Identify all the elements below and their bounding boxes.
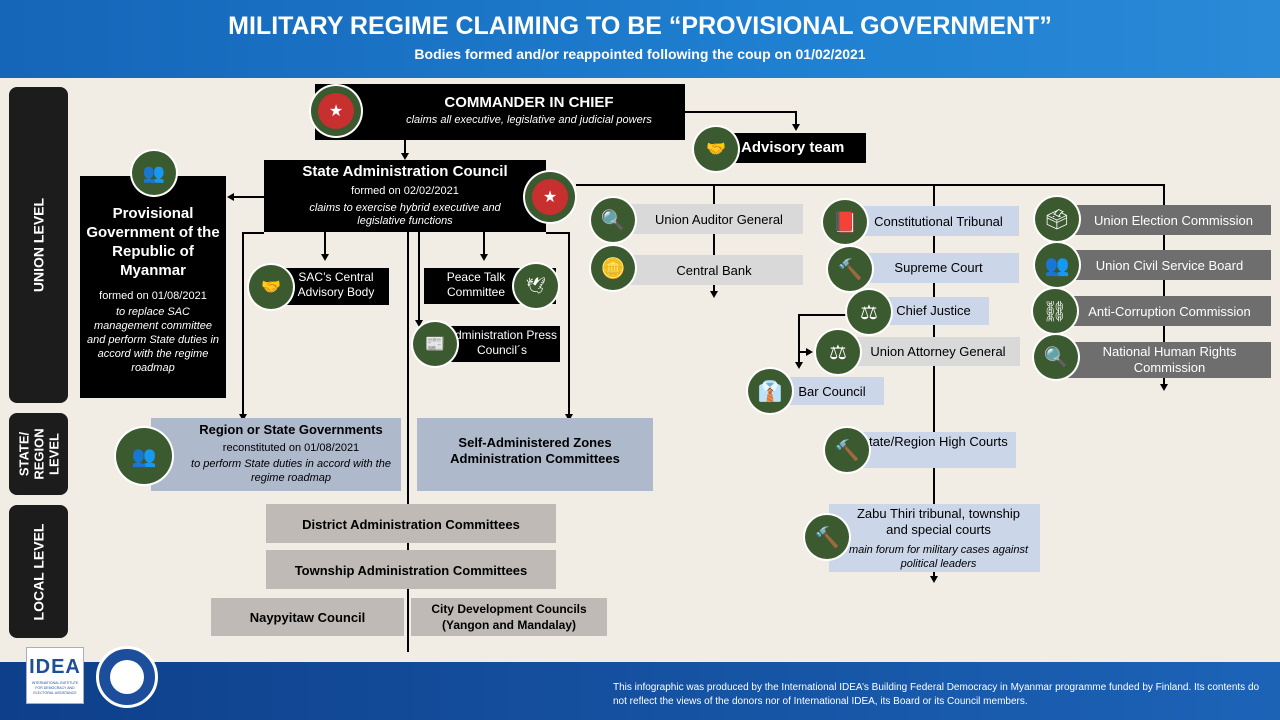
gavel-icon: 🔨 xyxy=(825,428,869,472)
idea-logo: IDEA INTERNATIONAL INSTITUTE FOR DEMOCRA… xyxy=(26,647,84,704)
constitutional-tribunal-box: Constitutional Tribunal xyxy=(858,206,1019,236)
zabu-title: Zabu Thiri tribunal, township and specia… xyxy=(856,506,1021,537)
footer-band xyxy=(0,662,1280,720)
naypyitaw-council-box: Naypyitaw Council xyxy=(211,598,404,636)
anti-corruption-commission-box: Anti-Corruption Commission xyxy=(1068,296,1271,326)
region-state-governments-box: Region or State Governments reconstitute… xyxy=(151,418,401,491)
union-attorney-general-box: Union Attorney General xyxy=(856,337,1020,366)
level-state: STATE/ REGION LEVEL xyxy=(9,413,68,495)
handshake-icon: 🤝 xyxy=(694,127,738,171)
people-group-icon: 👥 xyxy=(1035,243,1079,287)
sac-desc: claims to exercise hybrid executive and … xyxy=(309,202,501,227)
sac-box: State Administration Council formed on 0… xyxy=(264,160,546,232)
self-administered-zones-box: Self-Administered Zones Administration C… xyxy=(417,418,653,491)
region-title: Region or State Governments xyxy=(199,422,383,437)
people-group-icon: 👥 xyxy=(132,151,176,195)
book-icon: 📕 xyxy=(823,200,867,244)
union-civil-service-board-box: Union Civil Service Board xyxy=(1068,250,1271,280)
military-emblem-icon: ★ xyxy=(311,86,361,136)
federal-democracy-seal-logo xyxy=(96,646,158,708)
dove-icon: 🕊 xyxy=(514,264,558,308)
district-committees-box: District Administration Committees xyxy=(266,504,556,543)
national-human-rights-commission-box: National Human Rights Commission xyxy=(1068,342,1271,378)
advisory-team-box: Advisory team xyxy=(716,133,866,163)
gavel-icon: 🔨 xyxy=(805,515,849,559)
supreme-court-box: Supreme Court xyxy=(858,253,1019,283)
zabu-thiri-courts-box: Zabu Thiri tribunal, township and specia… xyxy=(829,504,1040,572)
lawyer-gown-icon: 👔 xyxy=(748,369,792,413)
commander-title: COMMANDER IN CHIEF xyxy=(444,94,614,111)
level-local: LOCAL LEVEL xyxy=(9,505,68,638)
central-bank-box: Central Bank xyxy=(625,255,803,285)
provisional-desc: to replace SAC management committee and … xyxy=(86,306,220,374)
state-region-high-courts-box: State/Region High Courts xyxy=(852,432,1016,468)
magnifier-icon: 🔍 xyxy=(1034,335,1078,379)
newspaper-icon: 📰 xyxy=(413,322,457,366)
union-election-commission-box: Union Election Commission xyxy=(1068,205,1271,235)
region-desc: to perform State duties in accord with t… xyxy=(191,458,391,484)
township-committees-box: Township Administration Committees xyxy=(266,550,556,589)
judge-icon: ⚖ xyxy=(847,290,891,334)
zabu-desc: main forum for military cases against po… xyxy=(848,544,1029,570)
magnifier-icon: 🔍 xyxy=(591,198,635,242)
page-title: MILITARY REGIME CLAIMING TO BE “PROVISIO… xyxy=(228,12,1052,40)
level-union: UNION LEVEL xyxy=(9,87,68,403)
coins-icon: 🪙 xyxy=(591,246,635,290)
bar-council-box: Bar Council xyxy=(780,377,884,405)
region-formed: reconstituted on 01/08/2021 xyxy=(222,442,360,454)
provisional-title: Provisional Government of the Republic o… xyxy=(86,205,220,279)
provisional-formed: formed on 01/08/2021 xyxy=(99,290,207,302)
page-subtitle: Bodies formed and/or reappointed followi… xyxy=(414,46,866,62)
chief-justice-box: Chief Justice xyxy=(878,297,989,325)
people-meeting-icon: 👥 xyxy=(116,428,172,484)
sac-formed: formed on 02/02/2021 xyxy=(351,185,459,197)
union-auditor-general-box: Union Auditor General xyxy=(625,204,803,234)
header-banner xyxy=(0,0,1280,78)
provisional-government-box: Provisional Government of the Republic o… xyxy=(80,176,226,398)
city-development-councils-box: City Development Councils (Yangon and Ma… xyxy=(411,598,607,636)
handcuffs-icon: ⛓ xyxy=(1033,289,1077,333)
commander-box: COMMANDER IN CHIEF claims all executive,… xyxy=(315,84,685,140)
military-emblem-icon: ★ xyxy=(525,172,575,222)
gavel-icon: 🔨 xyxy=(828,247,872,291)
footer-disclaimer: This infographic was produced by the Int… xyxy=(613,682,1260,707)
sac-title: State Administration Council xyxy=(302,163,508,180)
commander-desc: claims all executive, legislative and ju… xyxy=(406,114,652,126)
scales-icon: ⚖ xyxy=(816,330,860,374)
handshake-icon: 🤝 xyxy=(249,265,293,309)
ballot-icon: 🗳 xyxy=(1035,197,1079,241)
